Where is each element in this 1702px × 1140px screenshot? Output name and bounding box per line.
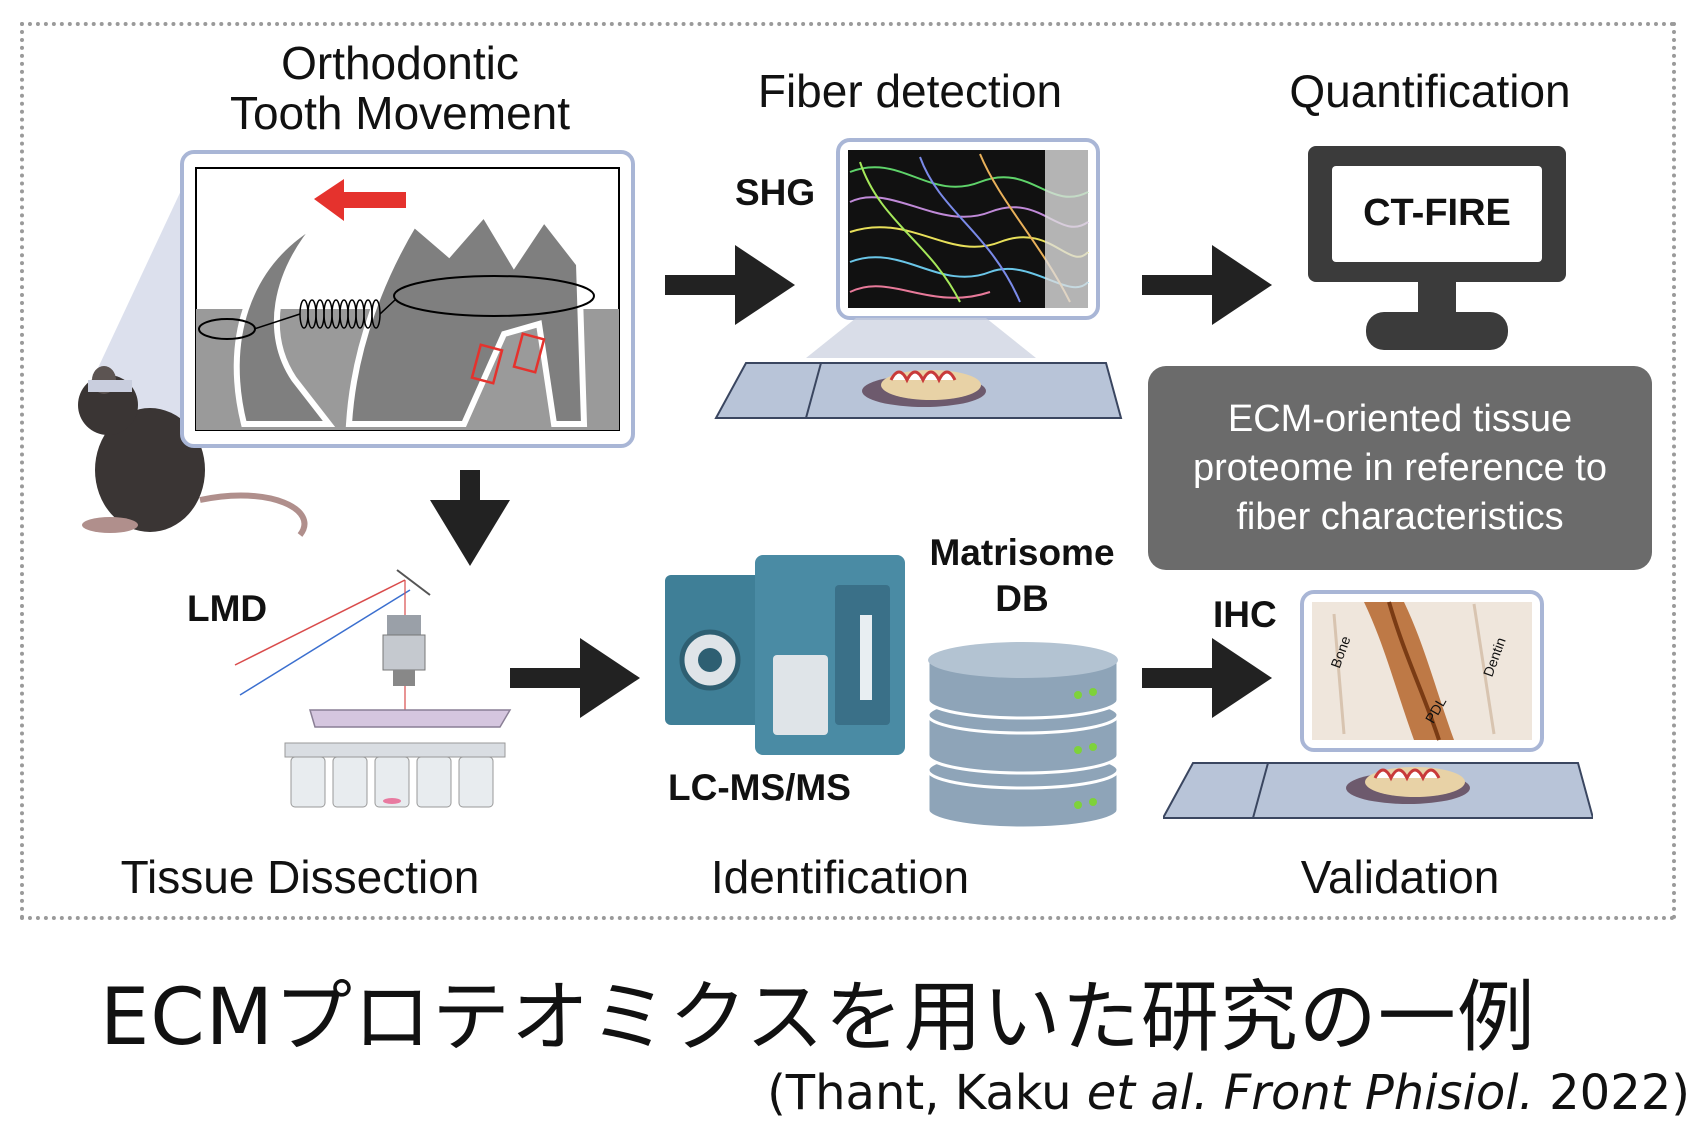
slide-with-tissue-1 <box>714 318 1123 419</box>
header-quantification: Quantification <box>1289 65 1571 117</box>
ecm-summary-box: ECM-oriented tissue proteome in referenc… <box>1148 366 1652 570</box>
matrisome-line2: DB <box>995 578 1049 619</box>
slide-with-tissue-2 <box>1163 762 1593 819</box>
dotted-frame <box>20 22 1676 920</box>
citation-prefix: (Thant, Kaku <box>767 1065 1087 1121</box>
stage-validation: Validation <box>1300 851 1500 903</box>
header-fiber-detection: Fiber detection <box>757 65 1063 117</box>
lmd-microscope-illustration <box>234 569 512 808</box>
database-icon <box>926 642 1120 830</box>
matrisome-line1: Matrisome <box>929 532 1115 573</box>
arrow-down-icon <box>430 470 510 566</box>
stage-identification: Identification <box>710 851 970 903</box>
mouse-illustration <box>78 150 308 537</box>
label-lmd: LMD <box>187 588 268 629</box>
label-matrisome-db: Matrisome DB <box>912 530 1132 622</box>
ihc-stain-image <box>1312 601 1532 741</box>
arrow-lmd-to-lcms-icon <box>510 638 640 718</box>
stage-tissue-dissection: Tissue Dissection <box>120 851 480 903</box>
header-orthodontic-tooth-movement: Orthodontic Tooth Movement <box>180 38 620 138</box>
summary-line3: fiber characteristics <box>1236 495 1564 538</box>
red-arrow-icon <box>314 179 406 221</box>
citation-italic: et al. Front Phisiol. <box>1086 1065 1534 1121</box>
header-otm-line1: Orthodontic <box>281 37 519 89</box>
monitor-icon <box>1308 146 1566 350</box>
header-otm-line2: Tooth Movement <box>229 87 571 139</box>
label-shg: SHG <box>735 172 816 213</box>
lcms-instrument-illustration <box>665 555 905 755</box>
label-ihc: IHC <box>1213 594 1277 635</box>
arrow-otm-to-fiber-icon <box>665 245 795 325</box>
label-ct-fire: CT-FIRE <box>1363 192 1511 234</box>
shg-fiber-image <box>848 150 1089 308</box>
label-lcms: LC-MS/MS <box>668 767 851 808</box>
arrow-db-to-ihc-icon <box>1142 638 1272 718</box>
page-title: ECMプロテオミクスを用いた研究の一例 <box>100 973 1536 1063</box>
tooth-cross-section <box>195 167 620 431</box>
summary-line2: proteome in reference to <box>1192 446 1607 489</box>
ihc-panel: Bone Dentin PDL <box>1300 590 1544 752</box>
otm-panel <box>180 150 635 448</box>
citation-suffix: 2022) <box>1533 1065 1690 1121</box>
summary-line1: ECM-oriented tissue <box>1227 397 1573 440</box>
shg-panel <box>836 138 1100 320</box>
arrow-fiber-to-quant-icon <box>1142 245 1272 325</box>
citation: (Thant, Kaku et al. Front Phisiol. 2022) <box>620 1065 1690 1121</box>
